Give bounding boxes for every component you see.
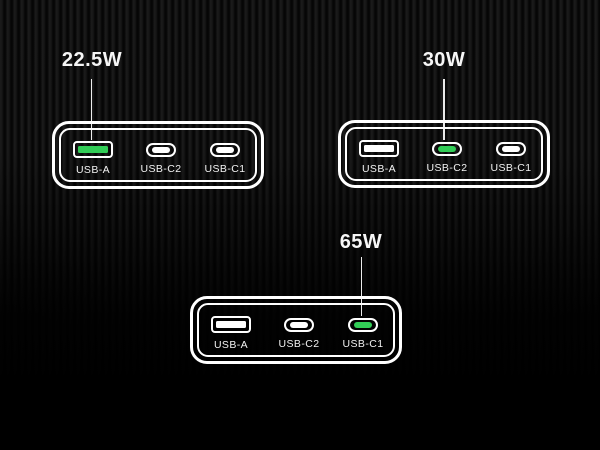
wattage-label: 22.5W <box>61 49 123 71</box>
port-panel-inner-border <box>59 128 257 182</box>
callout-line <box>360 257 362 316</box>
port-block-usb-a: USB-A <box>61 141 125 176</box>
usb-c-port-icon <box>146 142 176 157</box>
usb-c-pin <box>216 146 234 153</box>
port-block-usb-c1: USB-C1 <box>193 141 257 175</box>
callout-line <box>443 79 445 140</box>
port-block-usb-c2: USB-C2 <box>415 140 479 174</box>
port-label: USB-C1 <box>490 161 532 174</box>
wattage-label: 65W <box>339 231 383 253</box>
usb-c-pin <box>290 321 308 328</box>
usb-c-port-icon <box>210 142 240 157</box>
port-panel: USB-A USB-C2 USB-C1 <box>338 120 550 188</box>
port-label: USB-C1 <box>204 162 246 175</box>
usb-c-pin <box>502 145 520 152</box>
usb-c-port-icon <box>284 317 314 332</box>
port-panel: USB-A USB-C2 USB-C1 <box>52 121 264 189</box>
port-panel-inner-border <box>345 127 543 181</box>
port-panel: USB-A USB-C2 USB-C1 <box>190 296 402 364</box>
port-label: USB-C2 <box>278 337 320 350</box>
usb-c-pin <box>438 145 456 152</box>
port-label: USB-C2 <box>140 162 182 175</box>
port-block-usb-a: USB-A <box>199 316 263 351</box>
usb-a-port-icon <box>73 141 113 158</box>
port-block-usb-c2: USB-C2 <box>129 141 193 175</box>
usb-a-pin <box>216 320 246 328</box>
usb-c-pin <box>354 321 372 328</box>
port-label: USB-A <box>361 163 397 175</box>
usb-a-pin <box>78 145 108 153</box>
port-block-usb-a: USB-A <box>347 140 411 175</box>
usb-a-pin <box>364 144 394 152</box>
port-panel-inner-border <box>197 303 395 357</box>
usb-a-port-icon <box>359 140 399 157</box>
usb-c-port-icon <box>496 141 526 156</box>
port-label: USB-C2 <box>426 161 468 174</box>
usb-c-port-icon <box>432 141 462 156</box>
port-label: USB-A <box>213 339 249 351</box>
usb-c-port-icon <box>348 317 378 332</box>
port-block-usb-c2: USB-C2 <box>267 316 331 350</box>
port-label: USB-A <box>75 164 111 176</box>
port-block-usb-c1: USB-C1 <box>479 140 543 174</box>
usb-a-port-icon <box>211 316 251 333</box>
callout-line <box>90 79 92 140</box>
wattage-label: 30W <box>422 49 466 71</box>
port-label: USB-C1 <box>342 337 384 350</box>
port-block-usb-c1: USB-C1 <box>331 316 395 350</box>
usb-c-pin <box>152 146 170 153</box>
